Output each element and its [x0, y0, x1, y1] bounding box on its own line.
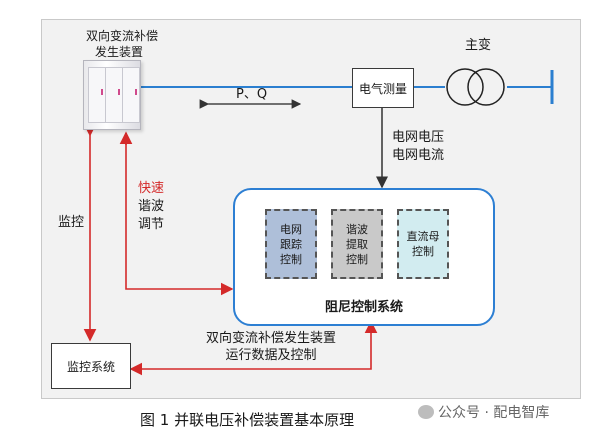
- figure-caption: 图 1 并联电压补偿装置基本原理: [140, 411, 355, 429]
- watermark-text: 公众号 · 配电智库: [438, 405, 550, 421]
- runtime-path-arrow: [129, 324, 372, 376]
- harmonic-label: 快速 谐波 调节: [138, 180, 164, 234]
- transformer-coil-right: [467, 68, 505, 106]
- device-cabinet: [83, 60, 141, 130]
- transformer-coil-left: [446, 68, 484, 106]
- monitor-system-label: 监控系统: [66, 359, 115, 374]
- harmonic-extraction-module: 谐波 提取 控制: [331, 209, 383, 279]
- measurement-box: 电气测量: [352, 68, 414, 108]
- runtime-label: 双向变流补偿发生装置 运行数据及控制: [196, 330, 346, 364]
- transformer-label: 主变: [465, 38, 492, 53]
- harmonic-label-line3: 调节: [138, 217, 165, 232]
- harmonic-label-line1: 快速: [138, 181, 165, 196]
- wechat-icon: [418, 405, 434, 419]
- grid-voltage-label: 电网电压: [392, 130, 445, 145]
- runtime-label-line1: 双向变流补偿发生装置: [205, 331, 336, 346]
- watermark: 公众号 · 配电智库: [418, 402, 549, 422]
- cabinet-door-2: [105, 67, 123, 123]
- harmonic-path-arrow: [125, 135, 234, 296]
- grid-tracking-module: 电网 跟踪 控制: [265, 209, 317, 279]
- damping-control-panel: 电网 跟踪 控制 谐波 提取 控制 直流母 控制 阻尼控制系统: [233, 188, 495, 326]
- cabinet-door-1: [88, 67, 106, 123]
- device-label-line1: 双向变流补偿: [86, 29, 159, 43]
- grid-current-label: 电网电流: [392, 148, 445, 163]
- grid-signal-label: 电网电压 电网电流: [392, 129, 444, 165]
- monitor-link-label: 监控: [58, 215, 85, 230]
- monitor-system-box: 监控系统: [51, 343, 131, 389]
- damping-title: 阻尼控制系统: [324, 300, 403, 315]
- runtime-label-line2: 运行数据及控制: [225, 348, 317, 363]
- device-label-line2: 发生装置: [94, 45, 143, 59]
- dc-bus-module: 直流母 控制: [397, 209, 449, 279]
- measurement-label: 电气测量: [358, 81, 407, 96]
- cabinet-door-3: [122, 67, 140, 123]
- device-label: 双向变流补偿 发生装置: [86, 28, 158, 60]
- pq-label: P、Q: [236, 87, 268, 102]
- harmonic-label-line2: 谐波: [138, 199, 165, 214]
